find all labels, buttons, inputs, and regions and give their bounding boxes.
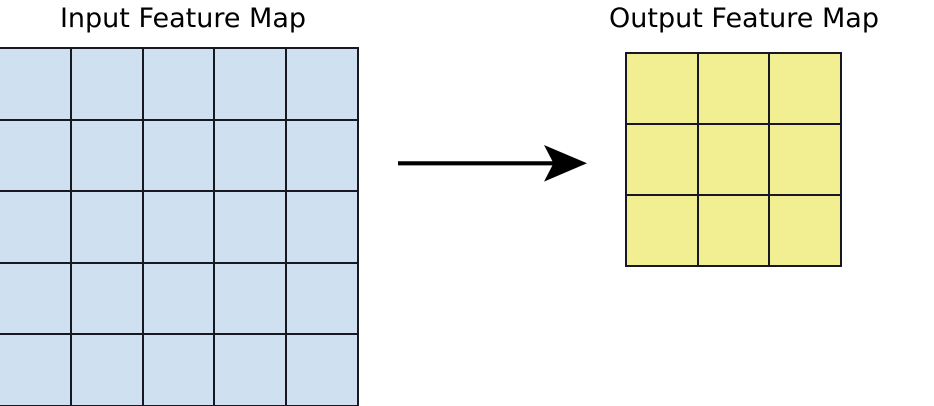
output-feature-map-title: Output Feature Map <box>609 3 879 34</box>
input-grid-cell <box>0 120 70 191</box>
output-grid-cell <box>627 125 697 194</box>
input-grid-cell <box>71 335 142 405</box>
input-grid-cell <box>287 120 357 191</box>
input-grid-cell <box>143 335 214 405</box>
output-grid-cell <box>770 125 840 194</box>
input-grid-cell <box>71 120 142 191</box>
output-grid-cell <box>698 54 769 123</box>
input-grid-cell <box>215 335 286 405</box>
output-grid-cell <box>698 125 769 194</box>
input-grid-cell <box>143 120 214 191</box>
input-grid-cell <box>215 120 286 191</box>
input-feature-map-title: Input Feature Map <box>59 3 307 34</box>
input-grid-cell <box>287 263 357 334</box>
input-grid-cell <box>143 192 214 262</box>
input-grid-cell <box>287 49 357 119</box>
input-grid-cell <box>215 192 286 262</box>
output-grid-cell <box>770 54 840 123</box>
input-grid-cell <box>0 335 70 405</box>
output-grid-cell <box>698 196 769 265</box>
input-grid-cell <box>215 263 286 334</box>
output-grid-cell <box>627 196 697 265</box>
input-grid-cell <box>0 49 70 119</box>
input-grid-cell <box>287 335 357 405</box>
input-grid-cell <box>0 263 70 334</box>
input-grid-cell <box>71 49 142 119</box>
input-grid-cell <box>71 263 142 334</box>
input-grid-cell <box>143 263 214 334</box>
input-grid-cell <box>71 192 142 262</box>
transform-arrow-icon <box>398 145 587 182</box>
output-feature-map-grid <box>625 52 842 267</box>
input-grid-cell <box>0 192 70 262</box>
input-feature-map-grid <box>0 47 359 406</box>
input-grid-cell <box>143 49 214 119</box>
input-grid-cell <box>215 49 286 119</box>
output-grid-cell <box>770 196 840 265</box>
output-grid-cell <box>627 54 697 123</box>
input-grid-cell <box>287 192 357 262</box>
